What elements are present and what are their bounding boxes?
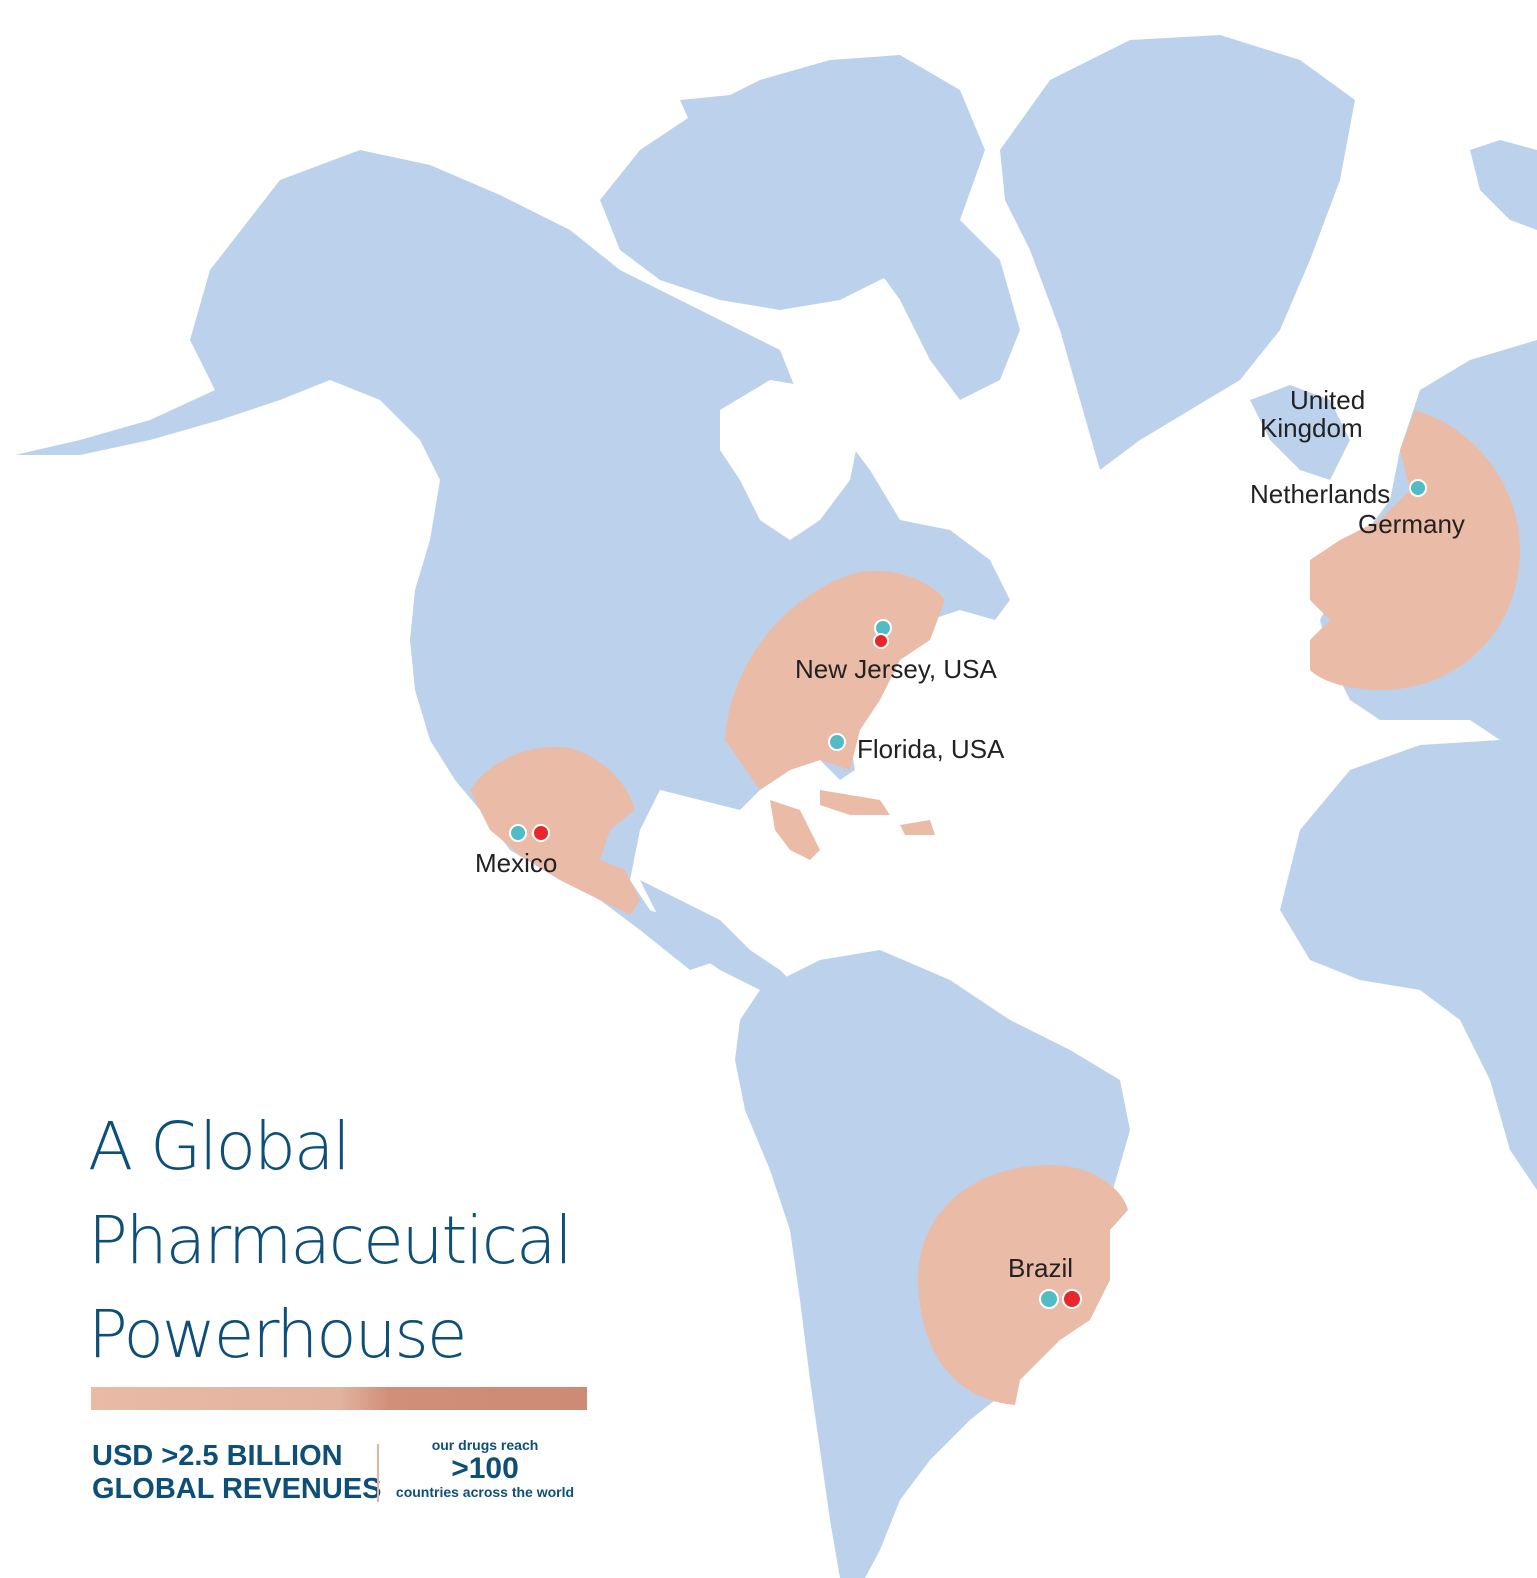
- british-isles-landmass: [1250, 385, 1350, 480]
- mexico-red-marker: [532, 824, 550, 842]
- title-line-1: A Global: [88, 1108, 351, 1185]
- brazil-teal-marker: [1039, 1289, 1059, 1309]
- baffin-island-landmass: [850, 200, 1020, 400]
- florida-teal-marker: [828, 733, 846, 751]
- scandinavia-landmass: [1470, 140, 1537, 230]
- brazil-red-marker: [1062, 1289, 1082, 1309]
- revenue-line-1: USD >2.5 BILLION: [92, 1440, 343, 1472]
- germany-teal-marker: [1409, 479, 1427, 497]
- reach-stat: our drugs reach >100 countries across th…: [384, 1437, 586, 1501]
- label-netherlands: Netherlands: [1250, 479, 1390, 509]
- arctic-island-small-landmass: [680, 95, 760, 150]
- label-uk-line1: United: [1290, 385, 1365, 415]
- revenue-stat: USD >2.5 BILLION GLOBAL REVENUES: [92, 1440, 382, 1506]
- reach-bottom-text: countries across the world: [395, 1484, 575, 1500]
- page-title: A Global Pharmaceutical Powerhouse: [88, 1100, 648, 1382]
- europe-highlight: [1310, 410, 1520, 690]
- label-uk-line2: Kingdom: [1260, 413, 1363, 443]
- title-line-3: Powerhouse: [88, 1296, 467, 1373]
- reach-value: >100: [451, 1452, 519, 1485]
- hudson-bay-water: [720, 380, 860, 540]
- label-florida: Florida, USA: [857, 734, 1005, 764]
- label-brazil: Brazil: [1008, 1253, 1073, 1283]
- revenue-line-2: GLOBAL REVENUES: [92, 1473, 382, 1505]
- greenland-landmass: [1000, 35, 1355, 470]
- title-line-2: Pharmaceutical: [88, 1202, 573, 1279]
- africa-landmass: [1280, 740, 1537, 1190]
- mexico-highlight: [470, 746, 640, 915]
- label-germany: Germany: [1358, 509, 1465, 539]
- reach-top-text: our drugs reach: [431, 1437, 539, 1453]
- label-new-jersey: New Jersey, USA: [795, 654, 997, 684]
- caribbean-highlight: [770, 790, 935, 860]
- label-mexico: Mexico: [475, 848, 557, 878]
- mexico-teal-marker: [509, 824, 527, 842]
- stat-divider: [377, 1444, 379, 1502]
- central-america-landmass: [640, 880, 800, 1000]
- new-jersey-red-marker: [873, 633, 889, 649]
- brazil-highlight: [918, 1165, 1128, 1405]
- accent-gradient-bar: [91, 1387, 587, 1410]
